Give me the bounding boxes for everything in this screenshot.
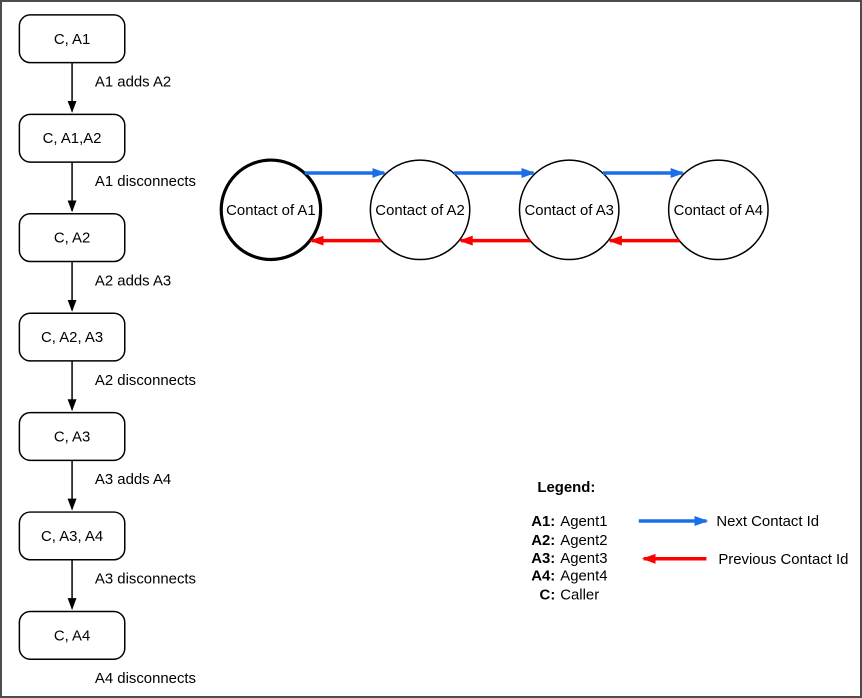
state-box-label: C, A3, A4 <box>41 529 103 545</box>
transition-label: A1 adds A2 <box>95 75 171 91</box>
transition-label: A3 disconnects <box>95 572 196 588</box>
contact-chain: Contact of A1 Contact of A2 Contact of A… <box>219 158 769 262</box>
legend-entry: A3: Agent3 <box>531 551 607 567</box>
legend-entry-value: Agent1 <box>560 514 607 530</box>
legend-entry-key: A4: <box>531 569 555 585</box>
legend-entry-key: A2: <box>531 533 555 549</box>
legend-entry: A1: Agent1 <box>531 514 607 530</box>
legend-title: Legend: <box>537 480 595 496</box>
contact-circle-label: Contact of A2 <box>375 203 465 219</box>
legend-entry-value: Agent4 <box>560 569 607 585</box>
contact-circle-label: Contact of A3 <box>524 203 614 219</box>
contact-circle-label: Contact of A4 <box>674 203 764 219</box>
legend-entry: A4: Agent4 <box>531 569 607 585</box>
call-state-flowchart: C, A1 A1 adds A2 C, A1,A2 A1 disconnects… <box>18 14 196 687</box>
legend-previous-label: Previous Contact Id <box>718 552 848 568</box>
state-box-label: C, A1,A2 <box>43 131 102 147</box>
transition-label: A2 disconnects <box>95 373 196 389</box>
legend-entry-key: A3: <box>531 551 555 567</box>
legend-entry: A2: Agent2 <box>531 533 607 549</box>
transition-label: A3 adds A4 <box>95 472 171 488</box>
legend-entry-key: A1: <box>531 514 555 530</box>
state-box-label: C, A2 <box>54 231 90 247</box>
legend: Legend: A1: Agent1 A2: Agent2 A3: Agent3 A4… <box>531 480 848 603</box>
legend-entry-value: Agent3 <box>560 551 607 567</box>
state-box-label: C, A3 <box>54 429 90 445</box>
legend-entry-value: Agent2 <box>560 533 607 549</box>
transition-label: A2 adds A3 <box>95 273 171 289</box>
legend-entry: C:Caller <box>540 588 600 604</box>
contact-circle <box>667 159 769 261</box>
state-box <box>18 610 126 660</box>
transition-label: A4 disconnects <box>95 671 196 687</box>
transition-label: A1 disconnects <box>95 174 196 190</box>
contact-circle <box>369 159 471 261</box>
legend-entry-key: C: <box>540 588 556 604</box>
contact-circle-label: Contact of A1 <box>226 203 315 219</box>
contact-circle-current <box>219 158 323 262</box>
state-box-label: C, A2, A3 <box>41 330 103 346</box>
legend-entry-value: Caller <box>560 588 599 604</box>
state-box-label: C, A4 <box>54 628 90 644</box>
state-box-label: C, A1 <box>54 32 90 48</box>
contact-circle <box>518 159 620 261</box>
legend-next-label: Next Contact Id <box>716 514 819 530</box>
